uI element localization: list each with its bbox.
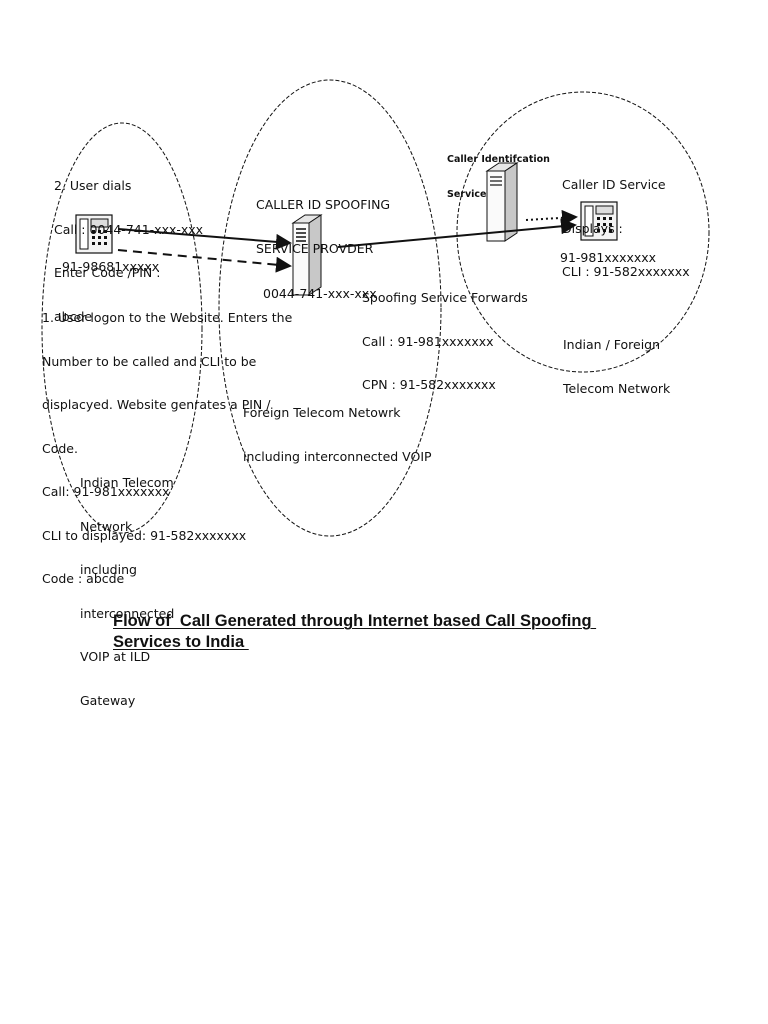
indian-network-line: VOIP at ILD <box>80 649 151 664</box>
caller-id-display-line: Caller ID Service <box>562 177 666 192</box>
spoof-provider-line: SERVICE PROVDER <box>256 240 374 256</box>
step1-line: Number to be called and CLI to be <box>42 353 257 369</box>
step2-heading: 2. User dials <box>54 178 132 193</box>
indian-network-line: Network <box>80 518 133 534</box>
step1-line: Code : abcde <box>42 571 125 586</box>
web-request-arrow <box>117 249 292 273</box>
step1-line: CLI to displayed: 91-582xxxxxxx <box>42 527 247 543</box>
forward-call-arrow <box>337 218 577 248</box>
cli-lookup-arrow <box>525 209 578 226</box>
foreign-network-line: Foreign Telecom Netowrk <box>243 405 401 420</box>
forwarding-line: CPN : 91-582xxxxxxx <box>362 377 496 392</box>
caller-id-label-line: Caller Identifcation <box>447 154 550 165</box>
indian-network-ellipse <box>41 122 203 534</box>
user-dials-step: 2. User dials Call : 0044-741-xxx-xxx En… <box>54 150 203 353</box>
foreign-network-line: including interconnected VOIP <box>243 448 432 464</box>
figure-caption: Flow of Call Generated through Internet … <box>113 611 673 653</box>
indian-network-line: including <box>80 562 137 577</box>
step2-call: Call : 0044-741-xxx-xxx <box>54 221 204 237</box>
spoofing-server-icon <box>291 214 323 296</box>
step1-line: Code. <box>42 440 78 456</box>
caller-id-display-line: CLI : 91-582xxxxxxx <box>562 264 690 279</box>
caller-telephone-icon <box>75 214 113 254</box>
step1-line: displacyed. Website genrates a PIN / <box>42 397 271 412</box>
spoof-provider-number: 0044-741-xxx-xxx <box>263 286 377 301</box>
caller-id-display-line: Displays : <box>562 220 623 236</box>
indian-network-label: Indian Telecom Network including interco… <box>80 447 174 737</box>
destination-network-line: Telecom Network <box>563 380 671 396</box>
foreign-network-label: Foreign Telecom Netowrk including interc… <box>243 377 432 493</box>
destination-network-ellipse <box>456 91 710 373</box>
caller-id-server-icon <box>485 162 519 242</box>
forwarding-label: Spoofing Service Forwards Call : 91-981x… <box>362 262 528 422</box>
step2-code-label: Enter Code /PIN : <box>54 265 161 280</box>
indian-network-line: Indian Telecom <box>80 475 174 490</box>
forwarding-line: Call : 91-981xxxxxxx <box>362 333 494 349</box>
indian-network-line: Gateway <box>80 692 136 708</box>
step1-line: Call: 91-981xxxxxxx <box>42 484 170 499</box>
destination-network-label: Indian / Foreign Telecom Network <box>563 309 670 425</box>
caller-id-label-line: Service <box>447 188 487 200</box>
spoofing-provider-label: CALLER ID SPOOFING SERVICE PROVDER 0044-… <box>256 169 390 331</box>
caption-line: Flow of Call Generated through Internet … <box>113 612 597 630</box>
spoof-provider-line: CALLER ID SPOOFING <box>256 197 391 212</box>
step1-line: 1. User logon to the Website. Enters the <box>42 310 293 325</box>
caller-number: 91-98681xxxxx <box>62 259 160 274</box>
foreign-network-ellipse <box>218 79 442 537</box>
receiver-number: 91-981xxxxxxx <box>560 250 657 265</box>
call-arrow <box>117 228 292 250</box>
caller-id-display-label: Caller ID Service Displays : CLI : 91-58… <box>562 149 690 309</box>
indian-network-line: interconnected <box>80 605 175 621</box>
destination-network-line: Indian / Foreign <box>563 337 661 352</box>
forwarding-line: Spoofing Service Forwards <box>362 290 528 305</box>
caller-id-service-label: Caller Identifcation Service <box>447 131 550 223</box>
website-logon-step: 1. User logon to the Website. Enters the… <box>42 282 292 616</box>
caption-line: Services to India <box>113 633 249 651</box>
receiver-telephone-icon <box>580 201 618 241</box>
step2-code: abcde <box>54 308 93 324</box>
